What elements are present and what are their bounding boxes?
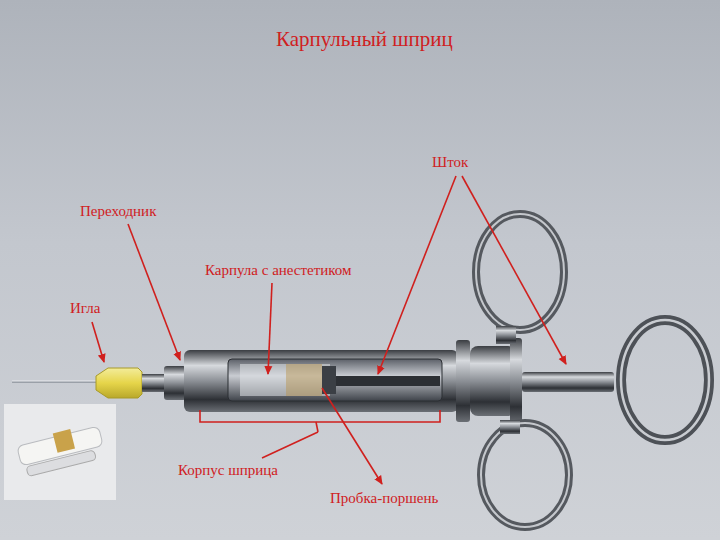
diagram-title: Карпульный шприц — [276, 28, 453, 51]
plunger-rod — [522, 372, 614, 392]
carpule-window — [228, 359, 442, 401]
part-label: Корпус шприца — [178, 462, 278, 479]
finger-ring — [481, 423, 569, 527]
needle — [12, 381, 98, 383]
inset-photo — [4, 404, 116, 500]
syringe-barrel — [184, 350, 458, 412]
part-label: Карпула с анестетиком — [205, 262, 352, 279]
part-label: Шток — [432, 154, 468, 171]
adapter — [142, 374, 164, 392]
leader-lines — [92, 176, 566, 484]
part-label: Переходник — [80, 203, 156, 220]
needle-hub — [96, 368, 142, 398]
thumb-ring — [621, 320, 709, 440]
part-label: Игла — [70, 300, 100, 317]
part-label: Пробка-поршень — [330, 490, 438, 507]
finger-ring — [476, 214, 564, 330]
